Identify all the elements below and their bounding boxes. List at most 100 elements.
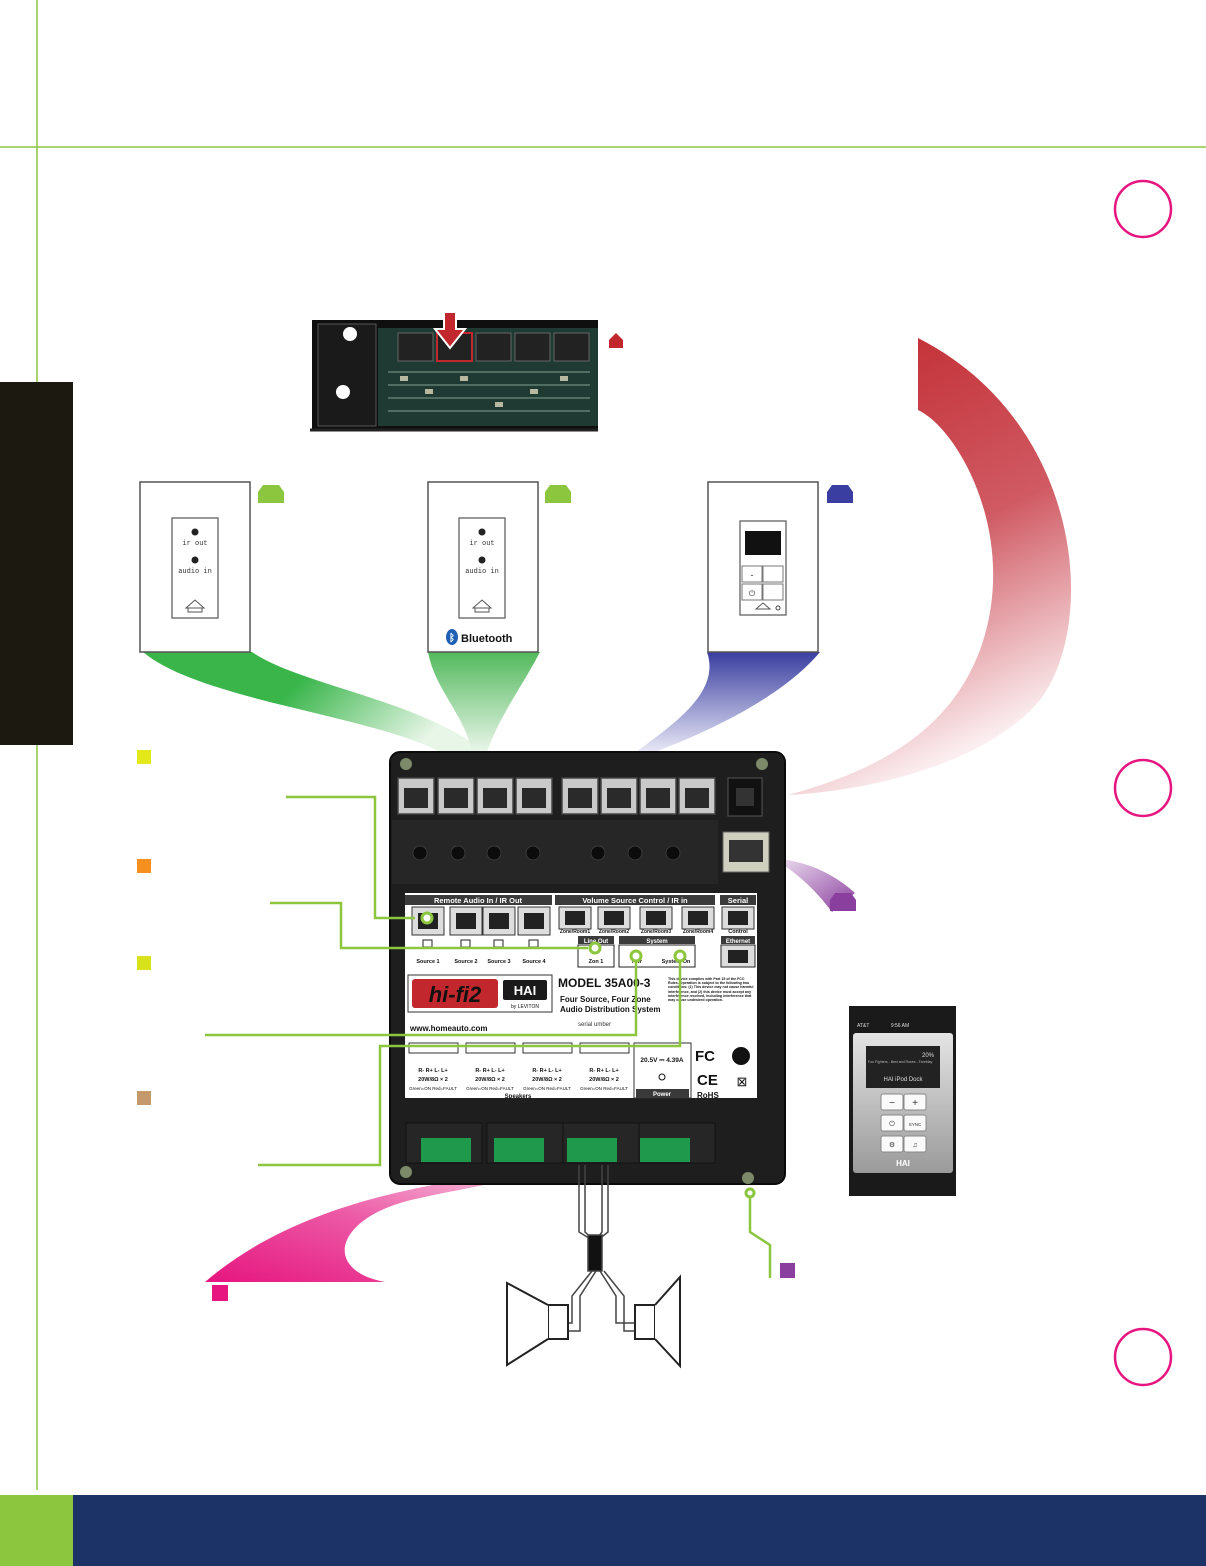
speaker-rating: 20W/8Ω × 2 bbox=[475, 1077, 505, 1083]
phone-volume: 20% bbox=[922, 1053, 935, 1059]
serial-control-label: Control bbox=[728, 929, 748, 935]
speaker-rating: 20W/8Ω × 2 bbox=[589, 1077, 619, 1083]
model-label: MODEL 35A00-3 bbox=[558, 976, 651, 990]
zone-label: Zone/Room3 bbox=[641, 929, 671, 935]
zone-label: Zone/Room4 bbox=[683, 929, 713, 935]
serial-number-label: serial umber bbox=[578, 1022, 611, 1028]
svg-text:-: - bbox=[751, 570, 754, 580]
hai-logo: HAI bbox=[514, 983, 536, 998]
wall-plate-bluetooth: ir out audio in ᛒ Bluetooth bbox=[427, 481, 539, 653]
system-header: System bbox=[646, 939, 667, 945]
svg-text:⏻: ⏻ bbox=[749, 589, 756, 598]
section-circle-2 bbox=[1113, 758, 1173, 818]
green-jack-icon bbox=[545, 485, 571, 503]
speaker-terminals bbox=[405, 1122, 716, 1164]
power-rating: 20.5V ⎓ 4.39A bbox=[640, 1057, 683, 1064]
audio-in-label: audio in bbox=[178, 568, 212, 576]
hai-house-icon bbox=[471, 599, 493, 613]
speaker-status: Green=ON Red=FAULT bbox=[466, 1086, 514, 1091]
yellow-square-icon bbox=[137, 956, 151, 970]
ce-logo: CE bbox=[697, 1072, 718, 1089]
red-connection-swoosh bbox=[788, 338, 1072, 795]
pink-speaker-swoosh bbox=[205, 1168, 555, 1282]
pink-square-icon bbox=[212, 1285, 228, 1301]
blue-volume-swoosh bbox=[636, 652, 820, 752]
footer-page-tab bbox=[0, 1495, 73, 1566]
orange-square-icon bbox=[137, 859, 151, 873]
speaker-pins: R- R+ L- L+ bbox=[589, 1068, 618, 1074]
sidebar-tab bbox=[0, 382, 73, 745]
phone-dock-name: HAI iPod Dock bbox=[883, 1077, 923, 1083]
green-audio-swoosh bbox=[143, 652, 485, 752]
hai-house-icon bbox=[184, 599, 206, 613]
volume-source-header: Volume Source Control / IR in bbox=[582, 896, 688, 905]
speaker-left-icon bbox=[506, 1281, 569, 1367]
speaker-status: Green=ON Red=FAULT bbox=[523, 1086, 571, 1091]
wall-plate-volume-control: - ⏻ bbox=[707, 481, 819, 653]
phone-sync-button: SYNC bbox=[909, 1122, 922, 1127]
purple-jack-icon bbox=[830, 893, 856, 911]
speaker-status: Green=ON Red=FAULT bbox=[580, 1086, 628, 1091]
speaker-rating: 20W/8Ω × 2 bbox=[532, 1077, 562, 1083]
purple-square-icon bbox=[780, 1263, 795, 1278]
audio-in-label: audio in bbox=[465, 568, 499, 576]
canada-check-icon bbox=[732, 1047, 750, 1065]
phone-hai-logo: HAI bbox=[896, 1159, 910, 1168]
keypad-display bbox=[745, 531, 781, 555]
phone-minus-button: − bbox=[889, 1098, 895, 1109]
phone-power-icon: ⏻ bbox=[889, 1120, 895, 1128]
speakers-label: Speakers bbox=[505, 1094, 532, 1100]
power-label: Power bbox=[653, 1092, 672, 1098]
yellow-square-icon bbox=[137, 750, 151, 764]
zone-label: Zone/Room2 bbox=[599, 929, 629, 935]
website-label: www.homeauto.com bbox=[409, 1024, 488, 1033]
speaker-status: Green=ON Red=FAULT bbox=[409, 1086, 457, 1091]
speaker-wiring bbox=[548, 1165, 636, 1332]
source-label: Source 4 bbox=[522, 959, 546, 965]
source-ports bbox=[411, 906, 551, 936]
phone-plus-button: + bbox=[912, 1098, 918, 1109]
source-label: Source 3 bbox=[487, 959, 510, 965]
speaker-pins: R- R+ L- L+ bbox=[475, 1068, 504, 1074]
green-bluetooth-swoosh bbox=[428, 652, 540, 752]
by-leviton-label: by LEVITON bbox=[511, 1004, 539, 1010]
weee-bin-icon: ⊠ bbox=[737, 1074, 748, 1089]
fcc-compliance-text: This device complies with Part 15 of the… bbox=[668, 977, 754, 1003]
speaker-terminal-labels bbox=[408, 1042, 630, 1054]
section-circle-3 bbox=[1113, 1327, 1173, 1387]
rack-unit-photo bbox=[310, 311, 598, 432]
tan-square-icon bbox=[137, 1091, 151, 1105]
section-circle-1 bbox=[1113, 179, 1173, 239]
phone-time: 9:56 AM bbox=[891, 1023, 909, 1029]
bluetooth-icon bbox=[446, 629, 458, 645]
rohs-logo: RoHS bbox=[697, 1091, 719, 1100]
remote-audio-header: Remote Audio In / IR Out bbox=[434, 896, 523, 905]
blue-jack-icon bbox=[827, 485, 853, 503]
phone-settings-icon: ⚙ bbox=[889, 1141, 895, 1149]
hai-house-icon bbox=[754, 602, 772, 610]
description-line-1: Four Source, Four Zone bbox=[560, 995, 651, 1004]
bluetooth-label: Bluetooth bbox=[461, 633, 513, 645]
phone-app: AT&T 9:56 AM 20% Foo Fighters - Best and… bbox=[849, 1006, 956, 1196]
callout-lines bbox=[205, 795, 772, 1278]
red-jack-icon bbox=[609, 333, 623, 348]
serial-header: Serial bbox=[728, 896, 748, 905]
line-out-label: Zon 1 bbox=[589, 959, 604, 965]
system-on-label: System On bbox=[662, 959, 691, 965]
ethernet-header: Ethernet bbox=[726, 939, 750, 945]
red-arrow-icon bbox=[432, 311, 468, 350]
phone-now-playing: Foo Fighters - Best and Roses - Foreblay bbox=[868, 1060, 933, 1064]
phone-speaker-icon: ♫ bbox=[912, 1142, 917, 1149]
description-line-2: Audio Distribution System bbox=[560, 1005, 660, 1014]
fcc-logo: FC bbox=[695, 1048, 715, 1065]
speaker-rating: 20W/8Ω × 2 bbox=[418, 1077, 448, 1083]
zone-label: Zone/Room1 bbox=[560, 929, 590, 935]
source-label: Source 1 bbox=[416, 959, 439, 965]
wall-plate-audio: ir out audio in bbox=[139, 481, 251, 653]
zone-ports bbox=[558, 906, 755, 930]
phone-carrier: AT&T bbox=[857, 1023, 869, 1029]
speaker-pins: R- R+ L- L+ bbox=[418, 1068, 447, 1074]
ir-out-label: ir out bbox=[469, 540, 494, 548]
